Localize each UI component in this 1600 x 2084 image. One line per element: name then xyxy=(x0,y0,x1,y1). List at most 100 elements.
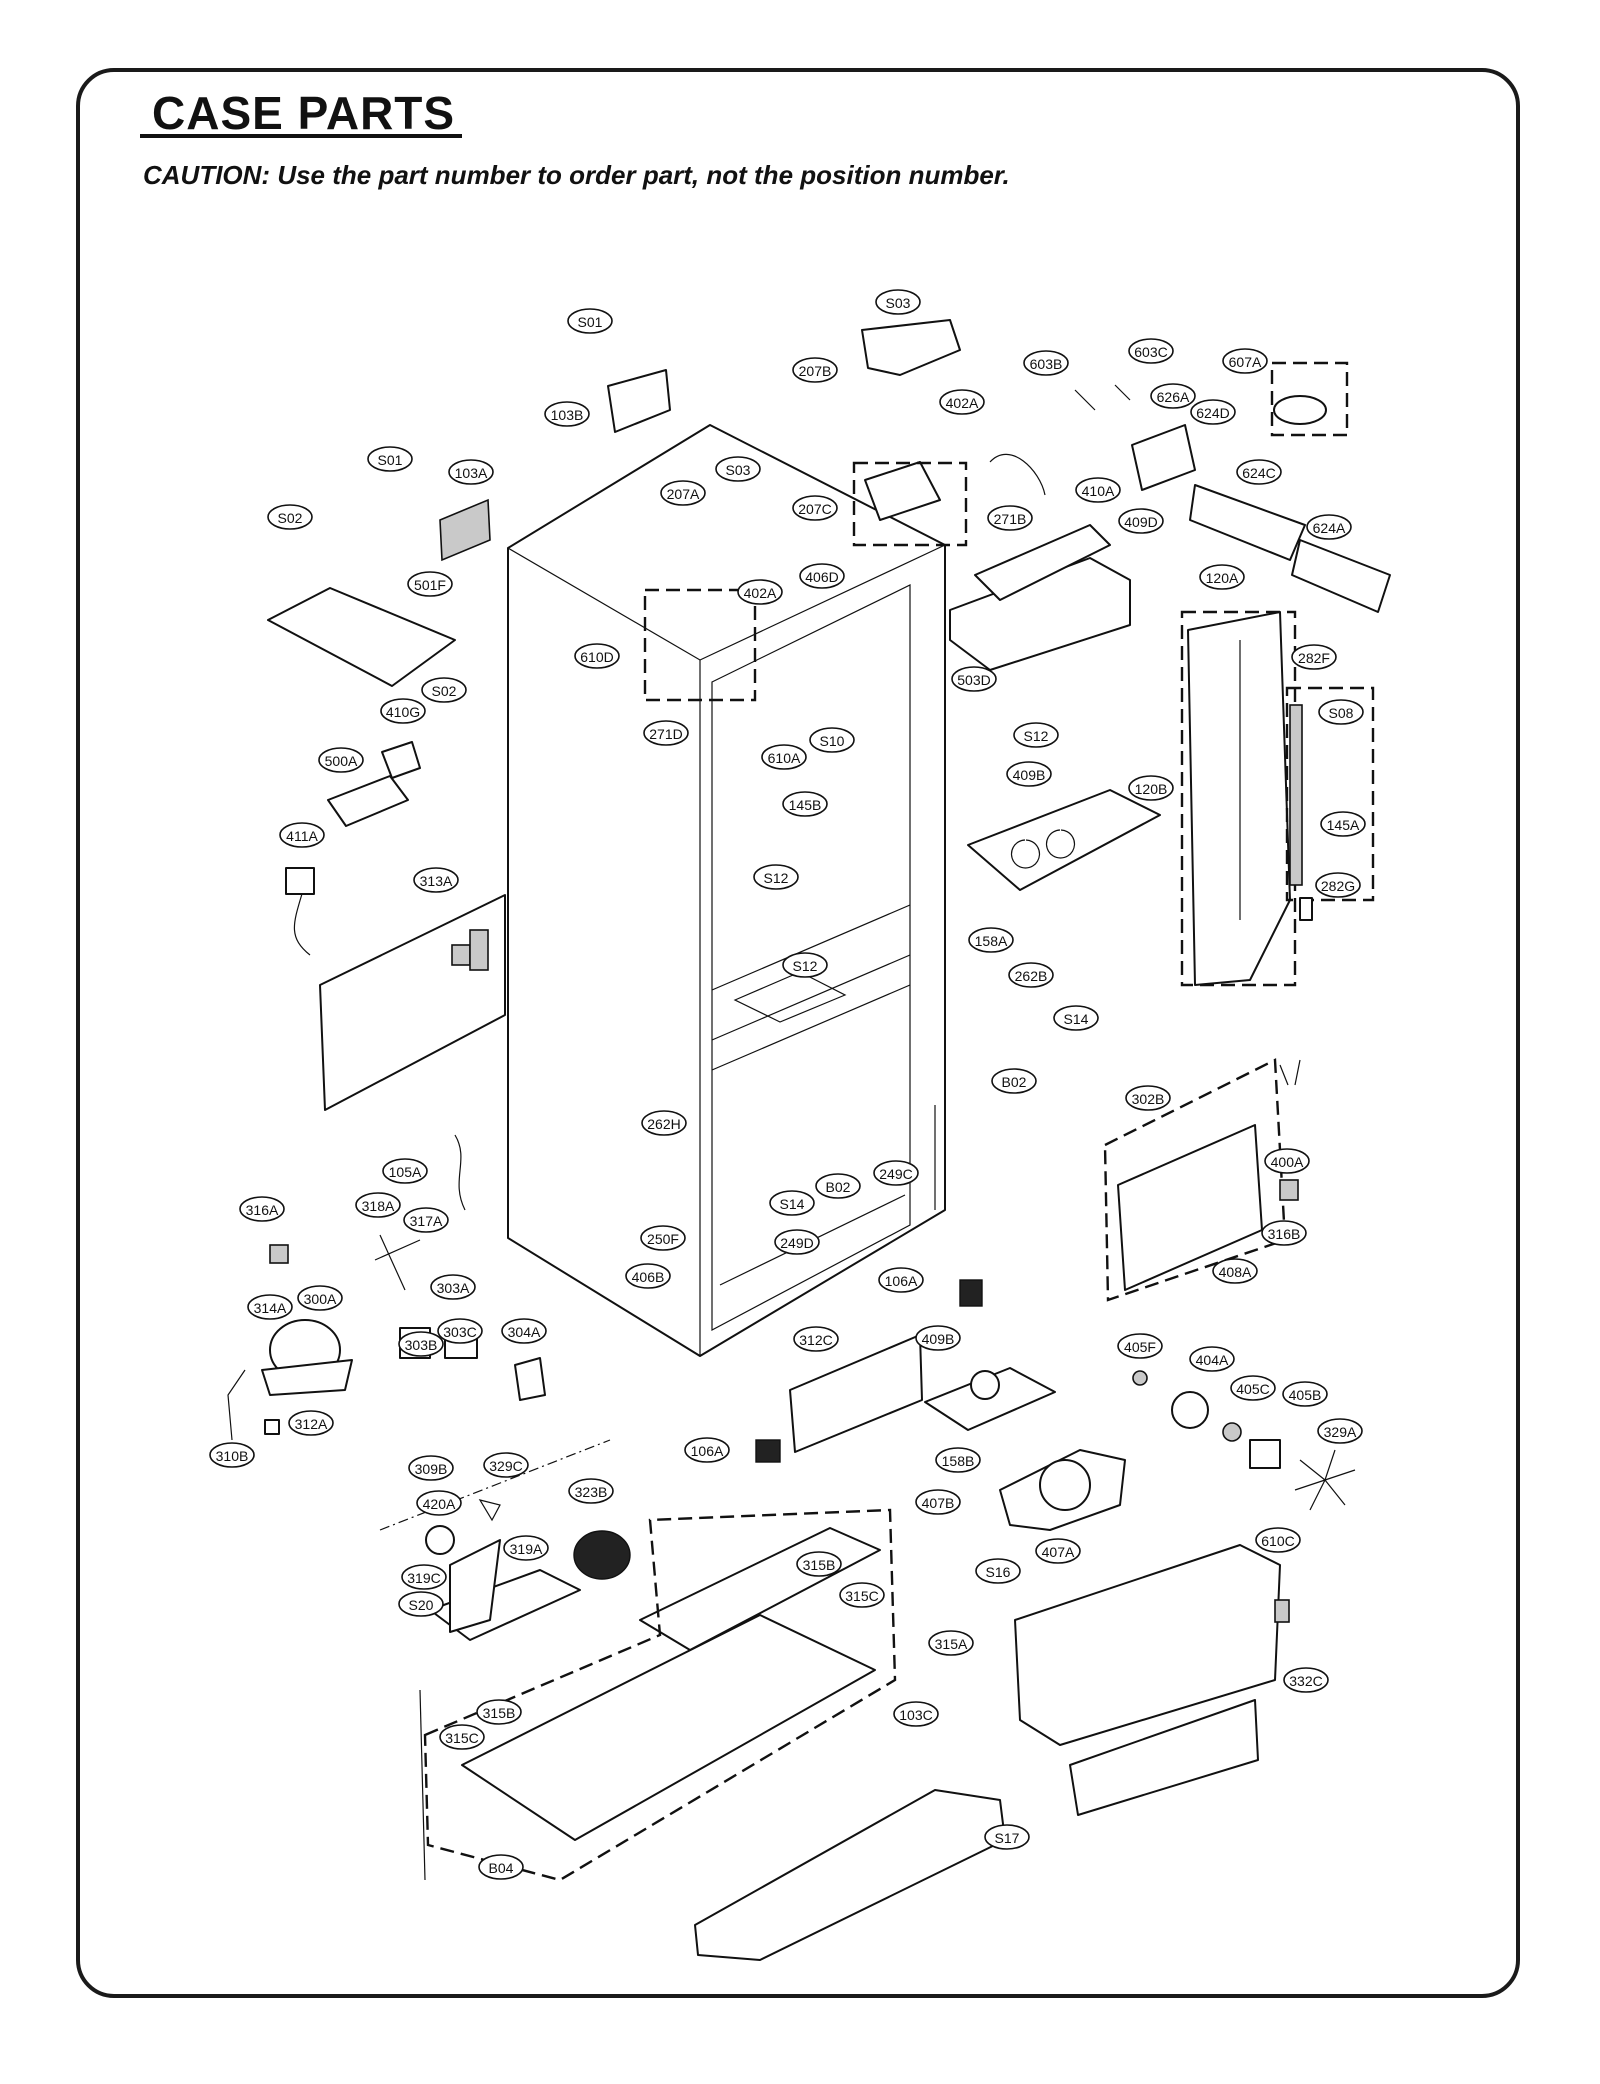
top-duct xyxy=(852,319,1391,613)
callout-text: 316B xyxy=(1268,1226,1301,1242)
callout-text: 158A xyxy=(975,933,1008,949)
callout-text: 145B xyxy=(789,797,822,813)
callout-text: 303C xyxy=(443,1324,476,1340)
callout-bubble xyxy=(984,1824,1030,1850)
callout-bubble xyxy=(1053,1005,1099,1031)
callout-bubble xyxy=(478,1854,524,1880)
callout-106a: 106A xyxy=(878,1267,924,1293)
callout-text: 282G xyxy=(1321,878,1355,894)
callout-103c: 103C xyxy=(893,1701,939,1727)
callout-text: S03 xyxy=(726,462,751,478)
callout-158b: 158B xyxy=(935,1447,981,1473)
callout-400a: 400A xyxy=(1264,1148,1310,1174)
callout-420a: 420A xyxy=(416,1490,462,1516)
callout-304a: 304A xyxy=(501,1318,547,1344)
callout-s03: S03 xyxy=(715,456,761,482)
cabinet xyxy=(507,424,946,1357)
page-frame xyxy=(76,68,1520,1998)
top-cover xyxy=(267,369,671,687)
callout-262h: 262H xyxy=(641,1110,687,1136)
callout-402a: 402A xyxy=(939,389,985,415)
callout-314a: 314A xyxy=(247,1294,293,1320)
callout-text: 409B xyxy=(1013,767,1046,783)
callout-text: 120A xyxy=(1206,570,1239,586)
callout-207a: 207A xyxy=(660,480,706,506)
fan-shroud xyxy=(999,1370,1356,1531)
callout-bubble xyxy=(796,1551,842,1577)
callout-607a: 607A xyxy=(1222,348,1268,374)
callout-303c: 303C xyxy=(437,1318,483,1344)
callout-bubble xyxy=(407,571,453,597)
callout-316a: 316A xyxy=(239,1196,285,1222)
callout-text: 302B xyxy=(1132,1091,1165,1107)
callout-bubble xyxy=(279,822,325,848)
callout-302b: 302B xyxy=(1125,1085,1171,1111)
callout-text: S02 xyxy=(278,510,303,526)
callout-315b: 315B xyxy=(476,1699,522,1725)
callout-bubble xyxy=(1199,564,1245,590)
callout-120a: 120A xyxy=(1199,564,1245,590)
callout-text: 310B xyxy=(216,1448,249,1464)
callout-text: 402A xyxy=(946,395,979,411)
callout-bubble xyxy=(839,1582,885,1608)
callout-b04: B04 xyxy=(478,1854,524,1880)
callout-text: 409D xyxy=(1124,514,1157,530)
callout-bubble xyxy=(416,1490,462,1516)
callout-text: 407A xyxy=(1042,1544,1075,1560)
callout-103b: 103B xyxy=(544,401,590,427)
callout-bubble xyxy=(939,389,985,415)
callout-text: 207C xyxy=(798,501,831,517)
callout-text: 406B xyxy=(632,1269,665,1285)
title-underline xyxy=(140,134,462,138)
callout-bubble xyxy=(968,927,1014,953)
callout-text: S12 xyxy=(764,870,789,886)
callout-bubble xyxy=(1150,383,1196,409)
callout-bubble xyxy=(421,677,467,703)
callout-text: 106A xyxy=(885,1273,918,1289)
callout-text: 315A xyxy=(935,1636,968,1652)
callout-text: 410A xyxy=(1082,483,1115,499)
lower-front-cover xyxy=(694,1789,1006,1961)
callout-text: 405F xyxy=(1124,1339,1156,1355)
callout-bubble xyxy=(413,867,459,893)
callout-bubble xyxy=(401,1564,447,1590)
callout-text: S02 xyxy=(432,683,457,699)
compressor xyxy=(227,1134,546,1441)
callout-s17: S17 xyxy=(984,1824,1030,1850)
callout-103a: 103A xyxy=(448,459,494,485)
callout-bubble xyxy=(247,1294,293,1320)
callout-bubble xyxy=(1230,1375,1276,1401)
callout-bubble xyxy=(1320,811,1366,837)
callout-bubble xyxy=(288,1410,334,1436)
callout-249c: 249C xyxy=(873,1160,919,1186)
callout-bubble xyxy=(1212,1258,1258,1284)
callout-207c: 207C xyxy=(792,495,838,521)
callout-bubble xyxy=(1125,1085,1171,1111)
callout-text: 106A xyxy=(691,1443,724,1459)
callout-610c: 610C xyxy=(1255,1527,1301,1553)
callout-text: 405B xyxy=(1289,1387,1322,1403)
callout-145b: 145B xyxy=(782,791,828,817)
callout-text: B04 xyxy=(489,1860,514,1876)
callout-bubble xyxy=(1006,761,1052,787)
callout-b02: B02 xyxy=(815,1173,861,1199)
callout-120b: 120B xyxy=(1128,775,1174,801)
callout-s12: S12 xyxy=(753,864,799,890)
callout-409b: 409B xyxy=(915,1325,961,1351)
callout-bubble xyxy=(1128,338,1174,364)
callout-bubble xyxy=(1317,1418,1363,1444)
callout-text: S20 xyxy=(409,1597,434,1613)
callout-s02: S02 xyxy=(421,677,467,703)
callout-bubble xyxy=(544,401,590,427)
callout-text: S12 xyxy=(793,958,818,974)
callout-303b: 303B xyxy=(398,1331,444,1357)
callout-319c: 319C xyxy=(401,1564,447,1590)
callout-500a: 500A xyxy=(318,747,364,773)
callout-bubble xyxy=(297,1285,343,1311)
callout-408a: 408A xyxy=(1212,1258,1258,1284)
callout-text: 315C xyxy=(445,1730,478,1746)
callout-text: S12 xyxy=(1024,728,1049,744)
fan-assembly xyxy=(379,1439,631,1641)
callout-262b: 262B xyxy=(1008,962,1054,988)
